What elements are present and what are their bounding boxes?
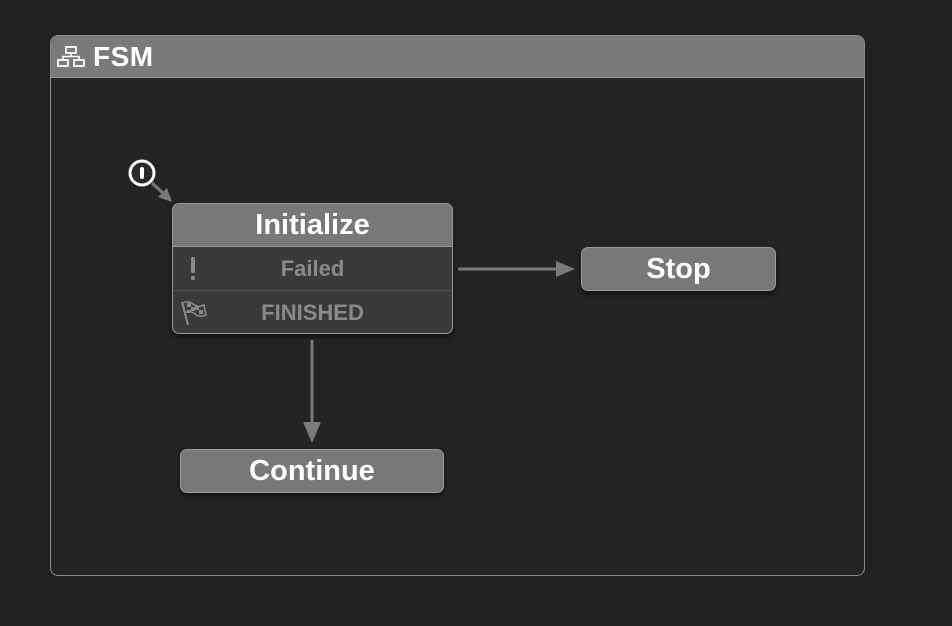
- state-continue[interactable]: Continue: [180, 449, 444, 493]
- fsm-header[interactable]: FSM: [51, 36, 864, 78]
- state-stop[interactable]: Stop: [581, 247, 776, 291]
- state-title-stop: Stop: [582, 248, 775, 290]
- event-finished[interactable]: FINISHED: [173, 290, 452, 333]
- event-label: Failed: [280, 256, 345, 281]
- state-title-initialize: Initialize: [173, 204, 452, 247]
- checkered-flag-icon: [181, 300, 207, 326]
- state-initialize[interactable]: Initialize Failed FINISHED: [172, 203, 453, 334]
- exclamation-icon: [191, 257, 195, 280]
- event-failed[interactable]: Failed: [173, 247, 452, 290]
- event-label: FINISHED: [261, 300, 364, 325]
- state-title-continue: Continue: [181, 450, 443, 492]
- start-icon[interactable]: [127, 158, 157, 188]
- hierarchy-icon: [57, 45, 85, 67]
- fsm-title: FSM: [93, 40, 154, 72]
